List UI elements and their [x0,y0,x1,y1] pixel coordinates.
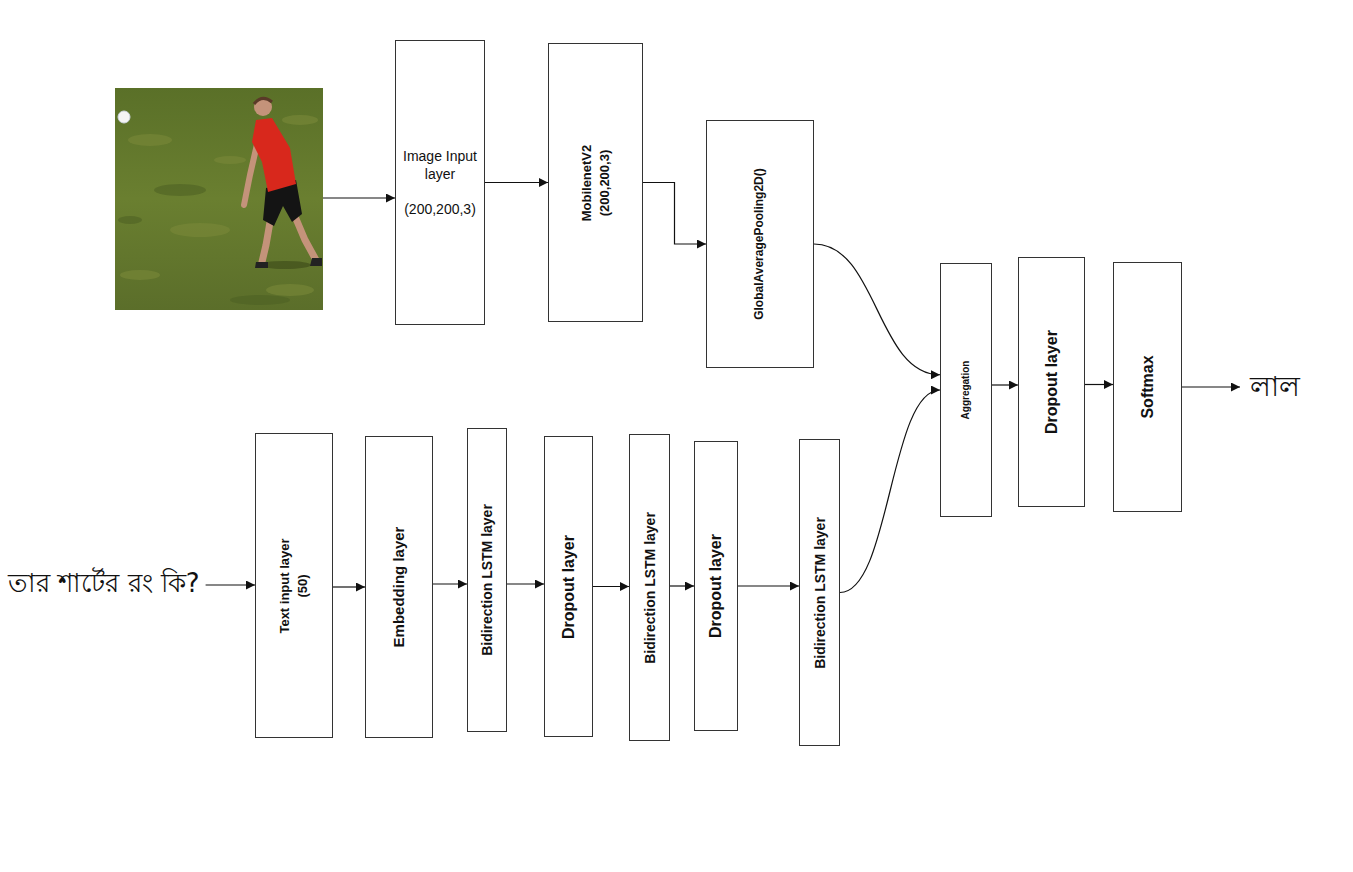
layer-name: (200,200,3) [404,200,476,218]
answer-text: লাল [1250,365,1300,412]
grass-field [115,88,323,310]
text-holder: Dropout layer [1042,267,1060,497]
layer-box: Text input layer(50) [255,433,333,738]
red-shirt [252,118,296,192]
grass-texture [120,115,318,296]
layer-box: Aggregation [940,263,992,517]
flow-arrow [333,586,365,587]
text-holder: Bidirection LSTM layer [811,449,827,736]
left-leg [262,222,270,262]
layer-box: Dropout layer [1018,257,1085,507]
ball [118,111,130,123]
text-holder: Dropout layer [559,446,577,727]
layer-name: Aggregation [960,361,972,420]
text-holder: MobilenetV2(200,200,3) [579,53,612,312]
layer-box: Embedding layer [365,436,433,738]
head [254,98,272,116]
hair [254,98,272,104]
layer-box: Image Input layer (200,200,3) [395,40,485,325]
layer-name: MobilenetV2 [579,144,594,221]
image-input-arrow [323,197,395,198]
layer-name: Bidirection LSTM layer [641,512,657,664]
text-holder: Dropout layer [707,451,725,721]
text-holder: Text input layer(50) [278,443,311,728]
text-holder: Softmax [1138,272,1156,502]
flow-arrow [433,583,467,584]
layer-name: Dropout layer [559,535,577,639]
layer-name: Dropout layer [1042,330,1060,434]
shoe [310,258,322,266]
text-holder: GlobalAveragePooling2D() [753,130,767,358]
layer-box: Softmax [1113,262,1182,512]
flow-arrow [485,182,548,183]
grass-shade [118,184,290,305]
layer-box: Bidirection LSTM layer [799,439,840,746]
layer-name: Text input layer [278,538,293,633]
question-text: তার শার্টের রং কি? [8,563,200,607]
flow-arrow [992,384,1018,385]
layer-name: Bidirection LSTM layer [811,517,827,669]
layer-name: (200,200,3) [597,149,612,216]
layer-name: Dropout layer [707,534,725,638]
text-holder: Aggregation [960,273,972,507]
flow-arrow [738,585,799,586]
layer-name: Embedding layer [390,527,407,648]
layer-name: (50) [296,574,311,597]
question-input-arrow [206,584,255,585]
layer-box: Dropout layer [544,436,593,737]
output-arrow [1182,386,1240,387]
flow-arrow [593,586,629,587]
shoe [255,262,268,268]
flow-arrow [643,183,706,245]
right-leg [294,214,316,260]
text-holder: Bidirection LSTM layer [479,438,495,722]
text-holder: Image Input layer (200,200,3) [396,41,484,324]
layer-box: Bidirection LSTM layer [629,434,670,741]
layer-name: Softmax [1138,355,1156,418]
text-holder: Bidirection LSTM layer [641,444,657,731]
flow-arrow [670,585,694,586]
text-holder: Embedding layer [390,446,407,728]
layer-box: Dropout layer [694,441,738,731]
flow-arrow [1085,384,1113,385]
flow-arrow [840,390,940,593]
layer-name: GlobalAveragePooling2D() [753,168,767,320]
flow-arrow [507,583,544,584]
layer-box: MobilenetV2(200,200,3) [548,43,643,322]
layer-box: Bidirection LSTM layer [467,428,507,732]
layer-name: Bidirection LSTM layer [479,504,495,656]
layer-box: GlobalAveragePooling2D() [706,120,814,368]
layer-name: Image Input layer [402,147,478,183]
flow-arrow [814,244,940,375]
photo-illustration [115,88,323,310]
